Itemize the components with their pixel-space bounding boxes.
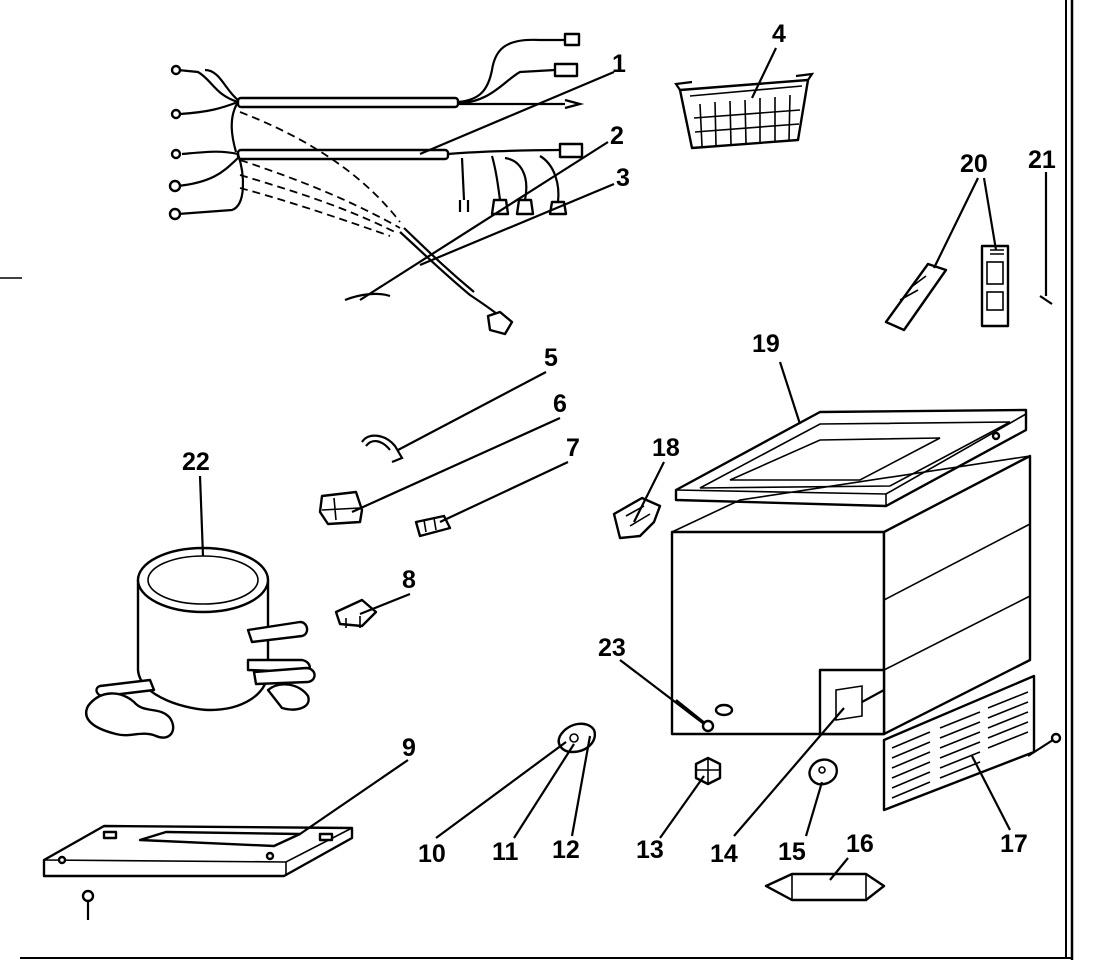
callout-3: 3 (616, 164, 630, 192)
callout-13: 13 (636, 836, 664, 864)
callout-11: 11 (492, 838, 519, 866)
callout-5: 5 (544, 344, 558, 372)
callout-12: 12 (552, 836, 580, 864)
callout-6: 6 (553, 390, 567, 418)
grommet-part (694, 756, 722, 786)
base-plate-part (42, 824, 354, 920)
callout-20: 20 (960, 150, 988, 178)
callout-21: 21 (1028, 146, 1056, 174)
callout-9: 9 (402, 734, 416, 762)
callout-7: 7 (566, 434, 580, 462)
freezer-cabinet (670, 454, 1032, 736)
small-brackets-part (318, 434, 452, 538)
callout-19: 19 (752, 330, 780, 358)
callout-1: 1 (612, 50, 626, 78)
callout-10: 10 (418, 840, 446, 868)
grille-part (882, 674, 1062, 812)
drain-plug-part (808, 758, 838, 786)
thermostat-part (884, 244, 1010, 332)
page-border (0, 0, 1074, 960)
callout-18: 18 (652, 434, 680, 462)
leader-lines (198, 47, 1011, 881)
callout-14: 14 (710, 840, 738, 868)
basket-part (674, 72, 815, 150)
callout-16: 16 (846, 830, 874, 858)
callout-15: 15 (778, 838, 806, 866)
wire-harness-part (168, 32, 585, 336)
callout-labels: 1 2 3 4 5 6 7 8 9 10 11 12 13 14 15 16 1… (182, 20, 1056, 868)
lid-part (674, 408, 1028, 508)
callout-8: 8 (402, 566, 416, 594)
callout-22: 22 (182, 448, 210, 476)
screw-part (1039, 172, 1053, 305)
drier-part (764, 872, 886, 902)
callout-4: 4 (772, 20, 786, 48)
relay-clip-part (334, 598, 378, 628)
callout-2: 2 (610, 122, 624, 150)
compressor-part (85, 546, 316, 739)
callout-23: 23 (598, 634, 626, 662)
callout-17: 17 (1000, 830, 1028, 858)
